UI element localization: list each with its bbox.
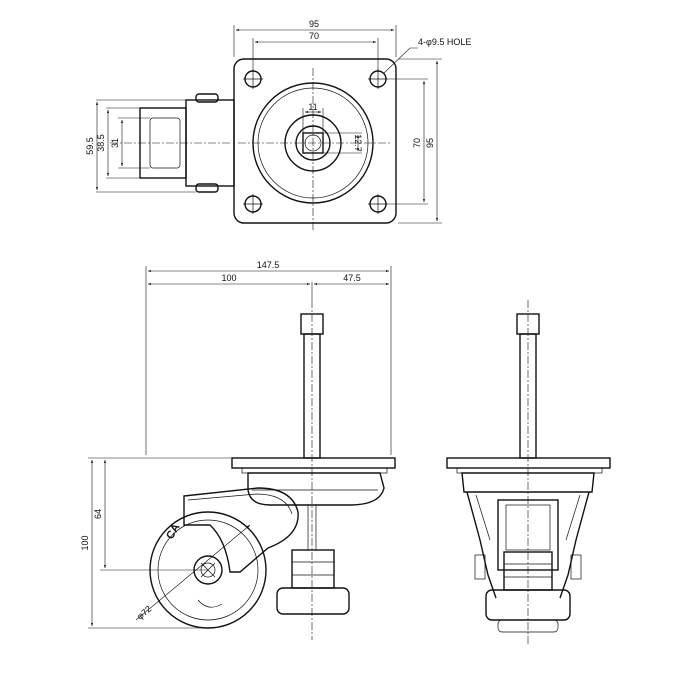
bolt-hole — [368, 194, 388, 214]
leveler-foot — [276, 587, 350, 615]
bolt-hole — [243, 194, 263, 214]
hole-note: 4-φ9.5 HOLE — [418, 37, 471, 47]
dim-total-offset: 147.5 — [257, 260, 280, 270]
dim-plate-width: 95 — [309, 19, 319, 29]
dim-wheel-width: 31 — [110, 138, 120, 148]
wheel-brand-text: CA — [164, 522, 182, 542]
hex-nut — [291, 549, 335, 589]
dim-side-width: 95 — [425, 138, 435, 148]
dim-overall-height: 100 — [80, 535, 90, 550]
front-view: 147.5 100 47.5 CA — [80, 260, 396, 640]
dim-hole-spacing: 70 — [309, 31, 319, 41]
dim-stem: 12.7 — [353, 134, 363, 152]
bolt-hole — [243, 69, 263, 89]
top-view: 95 70 4-φ9.5 HOLE 11 12.7 70 95 — [233, 19, 471, 232]
dim-inner: 38.5 — [96, 134, 106, 152]
dim-side-spacing: 70 — [412, 138, 422, 148]
dim-overall: 59.5 — [85, 137, 95, 155]
top-side-view: 59.5 38.5 31 — [85, 93, 235, 193]
bolt-hole — [368, 69, 388, 89]
dim-offset-right: 47.5 — [343, 273, 361, 283]
top-plate — [231, 457, 396, 469]
dim-height: 64 — [93, 509, 103, 519]
side-view — [446, 300, 611, 645]
dim-hex: 11 — [308, 102, 317, 112]
dim-offset-left: 100 — [221, 273, 236, 283]
